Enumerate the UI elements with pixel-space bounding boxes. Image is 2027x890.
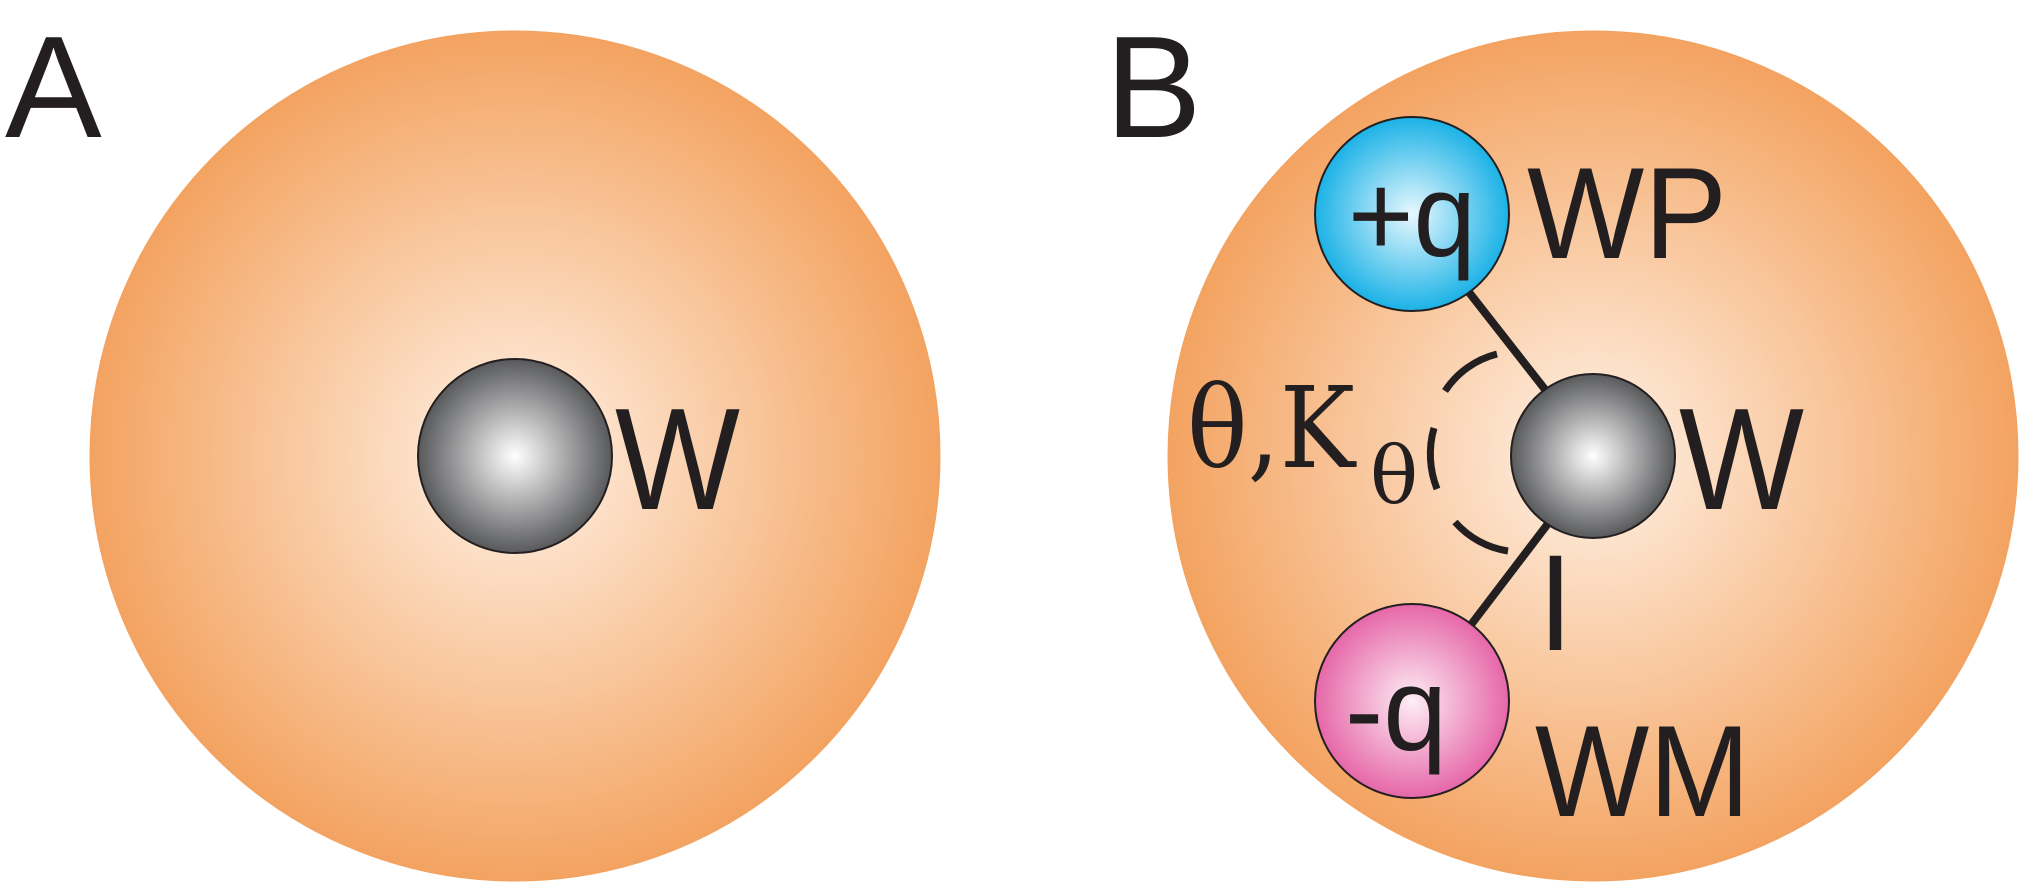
minus-site-label: WM <box>1535 698 1750 844</box>
minus-charge-label: -q <box>1345 644 1447 776</box>
panel-a-core-sphere <box>417 358 613 554</box>
angle-arc-inner <box>1426 427 1441 491</box>
angle-parameter-subscript: θ <box>1370 429 1418 522</box>
plus-charge-sphere <box>1314 116 1510 312</box>
plus-site-label: WP <box>1527 140 1727 286</box>
panel-b-letter: B <box>1105 6 1202 168</box>
plus-charge-label: +q <box>1348 150 1476 282</box>
panel-b: B W +q WP -q WM l θ,K θ <box>1105 6 2019 882</box>
bond-length-label: l <box>1541 532 1570 678</box>
panel-b-core-sphere <box>1510 373 1676 539</box>
bond-minus <box>1466 518 1554 629</box>
panel-a-core-label: W <box>615 378 740 540</box>
angle-parameter-label: θ,K <box>1187 364 1357 494</box>
angle-arc-upper <box>1442 350 1498 393</box>
panel-a-letter: A <box>5 6 102 168</box>
angle-arc-lower <box>1452 519 1509 555</box>
panel-a: A W <box>5 6 941 882</box>
bond-plus <box>1464 288 1551 395</box>
minus-charge-sphere <box>1314 603 1510 799</box>
panel-b-core-label: W <box>1679 378 1804 540</box>
